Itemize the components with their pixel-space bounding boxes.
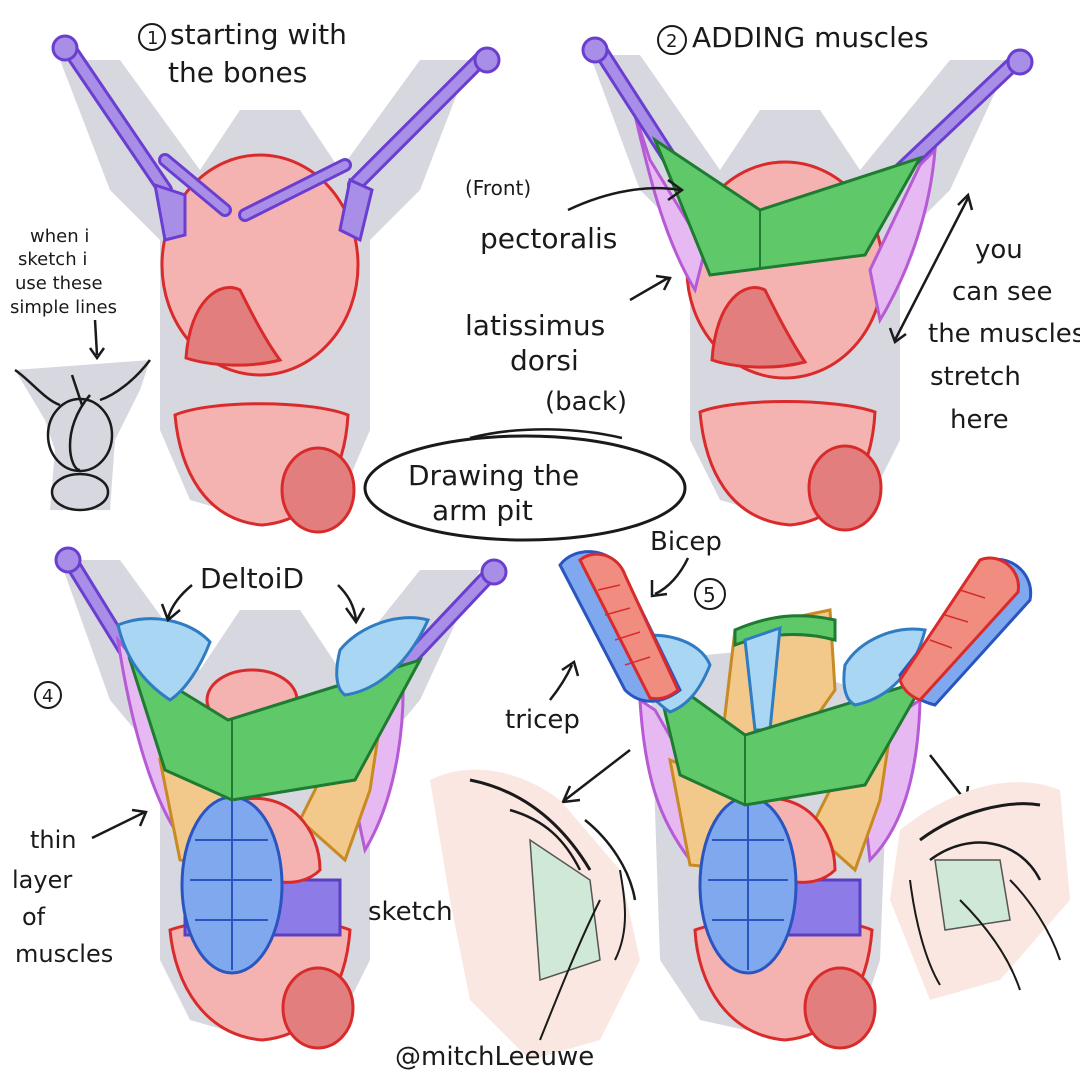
step-2-number-circle: [657, 25, 687, 55]
panel-1-left-clavicle-fill: [161, 156, 229, 214]
stretch-double-arrow: [888, 192, 974, 344]
panel-5-arms: 5 Bicep tricep sketch: [368, 527, 1070, 1060]
stretch-note-line5: here: [950, 405, 1009, 435]
panel-5-right-bicep-striations: [929, 589, 986, 649]
sketch-note-arrow: [88, 319, 106, 361]
step-5-number-circle: [694, 578, 726, 610]
panel-1-left-scapula: [153, 182, 187, 242]
panel-1-right-clavicle-fill: [241, 161, 349, 219]
sketch-label: sketch: [368, 897, 453, 927]
panel-1-right-scapula: [338, 177, 374, 243]
panel-2-left-lat: [633, 114, 707, 294]
step-1-title-line1: starting with: [170, 18, 347, 51]
armpit-sketch-left: [430, 769, 640, 1060]
stretch-note-line3: the muscles: [928, 319, 1080, 349]
title-bubble: Drawing the arm pit: [363, 428, 687, 542]
panel-1-rib-cutout: [184, 286, 283, 367]
panel-1-pelvis-socket: [280, 446, 356, 534]
deltoid-arrow-left: [160, 584, 193, 623]
front-label: (Front): [465, 176, 531, 200]
artist-credit: @mitchLeeuwe: [395, 1042, 594, 1072]
stretch-note-line2: can see: [952, 277, 1053, 307]
latissimus-label-line1: latissimus: [465, 309, 605, 342]
latissimus-label-line2: dorsi: [510, 344, 579, 377]
deltoid-label: DeltoiD: [200, 562, 304, 595]
tricep-label: tricep: [505, 705, 580, 735]
sketch-note-line4: simple lines: [10, 297, 117, 318]
panel-5-right-lat: [860, 697, 922, 864]
title-ellipse-accent: [469, 428, 623, 440]
step-1-title-line2: the bones: [168, 56, 307, 89]
panel-1-right-joint: [473, 46, 501, 74]
panel-4-right-arm-bone-fill: [385, 567, 497, 685]
thin-layer-line3: of: [22, 903, 46, 931]
sketch-note-line2: sketch i: [18, 249, 87, 270]
pectoralis-arrow: [567, 178, 685, 212]
title-line1: Drawing the: [408, 459, 579, 492]
sketch-arrow-left: [560, 749, 631, 804]
latissimus-arrow: [629, 274, 672, 302]
panel-4-ab-lines: [190, 800, 272, 970]
thin-layer-line2: layer: [12, 866, 72, 894]
panel-5-pelvis-socket: [803, 966, 877, 1050]
panel-1-bones: 1 starting with the bones when i sketch …: [10, 18, 501, 534]
panel-4-pelvis-socket: [281, 966, 355, 1050]
panel-2-pectoralis: [651, 136, 924, 277]
armpit-sketch-right: [890, 782, 1070, 1000]
stretch-note-line1: you: [975, 235, 1023, 265]
bicep-arrow: [650, 557, 690, 598]
panel-1-left-joint: [51, 34, 79, 62]
stretch-note-line4: stretch: [930, 362, 1021, 392]
thin-layer-line4: muscles: [15, 940, 113, 968]
panel-5-right-bicep: [898, 556, 1020, 702]
panel-2-pelvis-socket: [807, 444, 883, 532]
panel-2-left-joint: [581, 36, 609, 64]
step-2-number: 2: [666, 31, 677, 52]
panel-5-left-bicep-striations: [597, 584, 651, 666]
panel-1-right-arm-bone-fill: [350, 55, 485, 190]
panel-4-left-joint: [54, 546, 82, 574]
step-2-title: ADDING muscles: [692, 21, 929, 54]
panel-4-left-deltoid: [116, 617, 212, 702]
step-4-number-circle: [34, 681, 62, 709]
panel-2-right-joint: [1006, 48, 1034, 76]
tricep-arrow: [549, 660, 580, 701]
panel-4-deltoid: 4 DeltoiD thin layer of muscles: [12, 546, 508, 1050]
sketch-note-line3: use these: [15, 273, 103, 294]
panel-4-right-joint: [480, 558, 508, 586]
panel-2-rib-cutout: [710, 286, 808, 369]
title-ellipse: [363, 434, 687, 542]
step-1-number: 1: [147, 28, 158, 49]
thin-layer-line1: thin: [30, 826, 77, 854]
panel-5-ab-lines: [708, 800, 788, 970]
panel-4-right-deltoid: [335, 616, 431, 697]
bicep-label: Bicep: [650, 527, 722, 557]
step-1-number-circle: [138, 23, 166, 51]
simple-lines-sketch: [14, 359, 151, 512]
pectoralis-label: pectoralis: [480, 222, 617, 255]
panel-2-muscles: 2 ADDING muscles (Front) pectoralis lati…: [465, 21, 1080, 532]
deltoid-arrow-right: [337, 584, 366, 625]
latissimus-label-line3: (back): [545, 387, 627, 417]
panel-5-left-bicep: [578, 552, 680, 701]
sketch-note-line1: when i: [30, 226, 89, 247]
step-4-number: 4: [42, 686, 53, 707]
step-5-number: 5: [703, 583, 716, 607]
title-line2: arm pit: [432, 494, 533, 527]
panel-1-left-arm-bone-fill: [65, 45, 170, 195]
panel-2-right-lat: [868, 146, 937, 325]
thin-layer-arrow: [91, 808, 148, 840]
